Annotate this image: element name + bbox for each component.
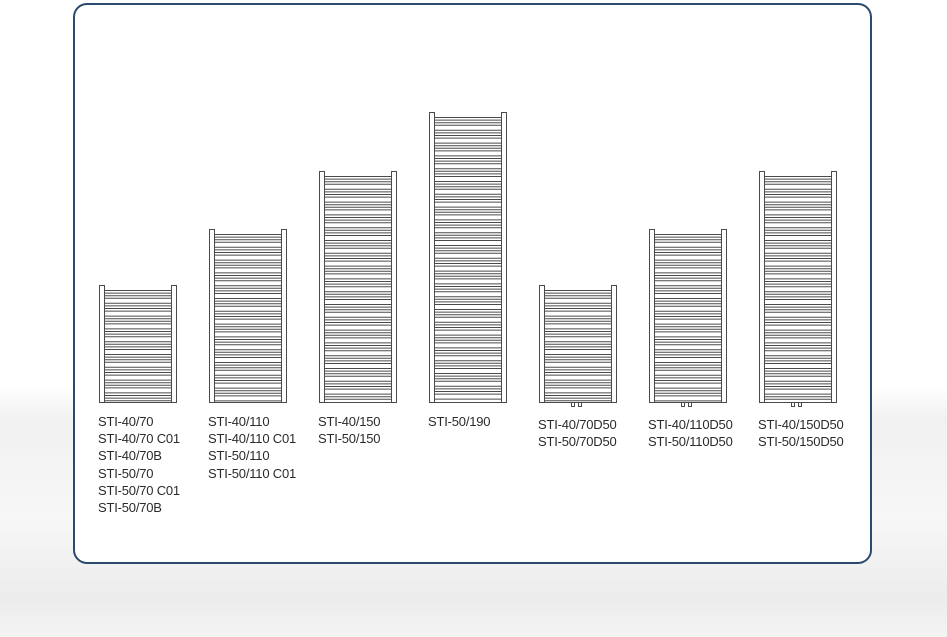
radiator-sti-150d50 [759,171,837,407]
radiator-right-rail [501,112,507,403]
radiator-sti-70 [99,285,177,403]
radiator-sti-110 [209,229,287,403]
bottom-connector-left [571,402,575,407]
bottom-connector-right [688,402,692,407]
radiator-left-rail [209,229,215,403]
radiator-right-rail [281,229,287,403]
model-label-sti-110d50: STI-40/110D50 STI-50/110D50 [648,417,733,450]
radiator-left-rail [99,285,105,403]
radiator-right-rail [171,285,177,403]
model-label-sti-70d50: STI-40/70D50 STI-50/70D50 [538,417,617,450]
radiator-left-rail [759,171,765,403]
radiator-sti-150 [319,171,397,403]
radiator-left-rail [649,229,655,403]
model-label-sti-70: STI-40/70 STI-40/70 C01 STI-40/70B STI-5… [98,414,180,516]
radiator-sti-70d50 [539,285,617,407]
bottom-connector-right [798,402,802,407]
bottom-connector-left [681,402,685,407]
model-label-sti-110: STI-40/110 STI-40/110 C01 STI-50/110 STI… [208,414,297,481]
bottom-connector-right [578,402,582,407]
model-label-sti-190: STI-50/190 [428,414,491,429]
radiator-left-rail [319,171,325,403]
model-label-sti-150: STI-40/150 STI-50/150 [318,414,381,447]
radiator-right-rail [721,229,727,403]
radiator-left-rail [429,112,435,403]
bottom-connector-left [791,402,795,407]
radiator-sti-190 [429,112,507,403]
radiator-right-rail [831,171,837,403]
model-label-sti-150d50: STI-40/150D50 STI-50/150D50 [758,417,844,450]
radiator-right-rail [391,171,397,403]
radiator-left-rail [539,285,545,403]
radiator-right-rail [611,285,617,403]
radiator-sti-110d50 [649,229,727,407]
